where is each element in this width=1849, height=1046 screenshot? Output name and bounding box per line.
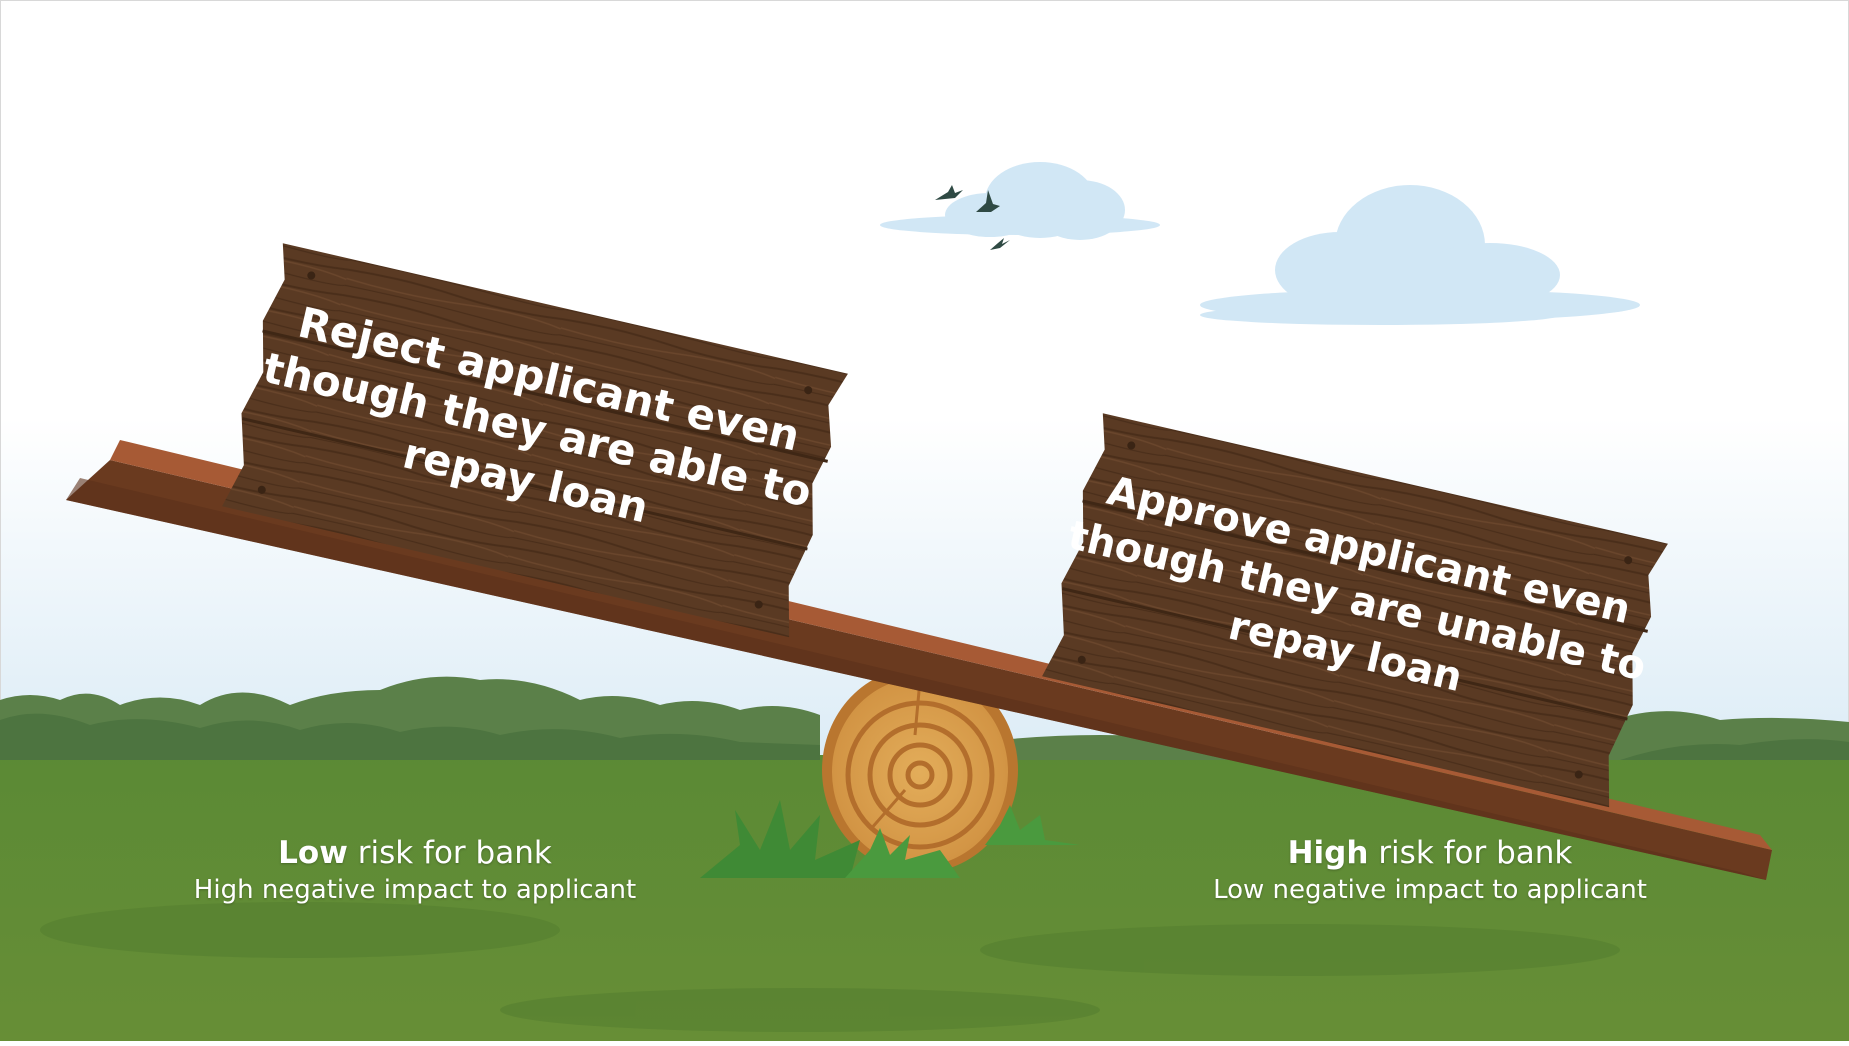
grass-tufts: [700, 800, 1080, 878]
right-risk-text: risk for bank: [1378, 835, 1573, 871]
left-impact-text: High negative impact to applicant: [193, 875, 637, 905]
right-risk-level: High: [1287, 835, 1369, 871]
left-risk-text: risk for bank: [357, 835, 552, 871]
log-pivot: [822, 667, 1018, 873]
cloud-large: [1200, 185, 1640, 325]
birds-icon: [935, 185, 1010, 250]
left-risk-level: Low: [278, 835, 348, 871]
right-caption: High risk for bank Low negative impact t…: [1165, 833, 1695, 907]
left-sign: Reject applicant even though they are ab…: [222, 243, 848, 638]
cloud-small: [880, 162, 1160, 240]
right-impact-text: Low negative impact to applicant: [1213, 875, 1647, 905]
left-caption: Low risk for bank High negative impact t…: [150, 833, 680, 907]
